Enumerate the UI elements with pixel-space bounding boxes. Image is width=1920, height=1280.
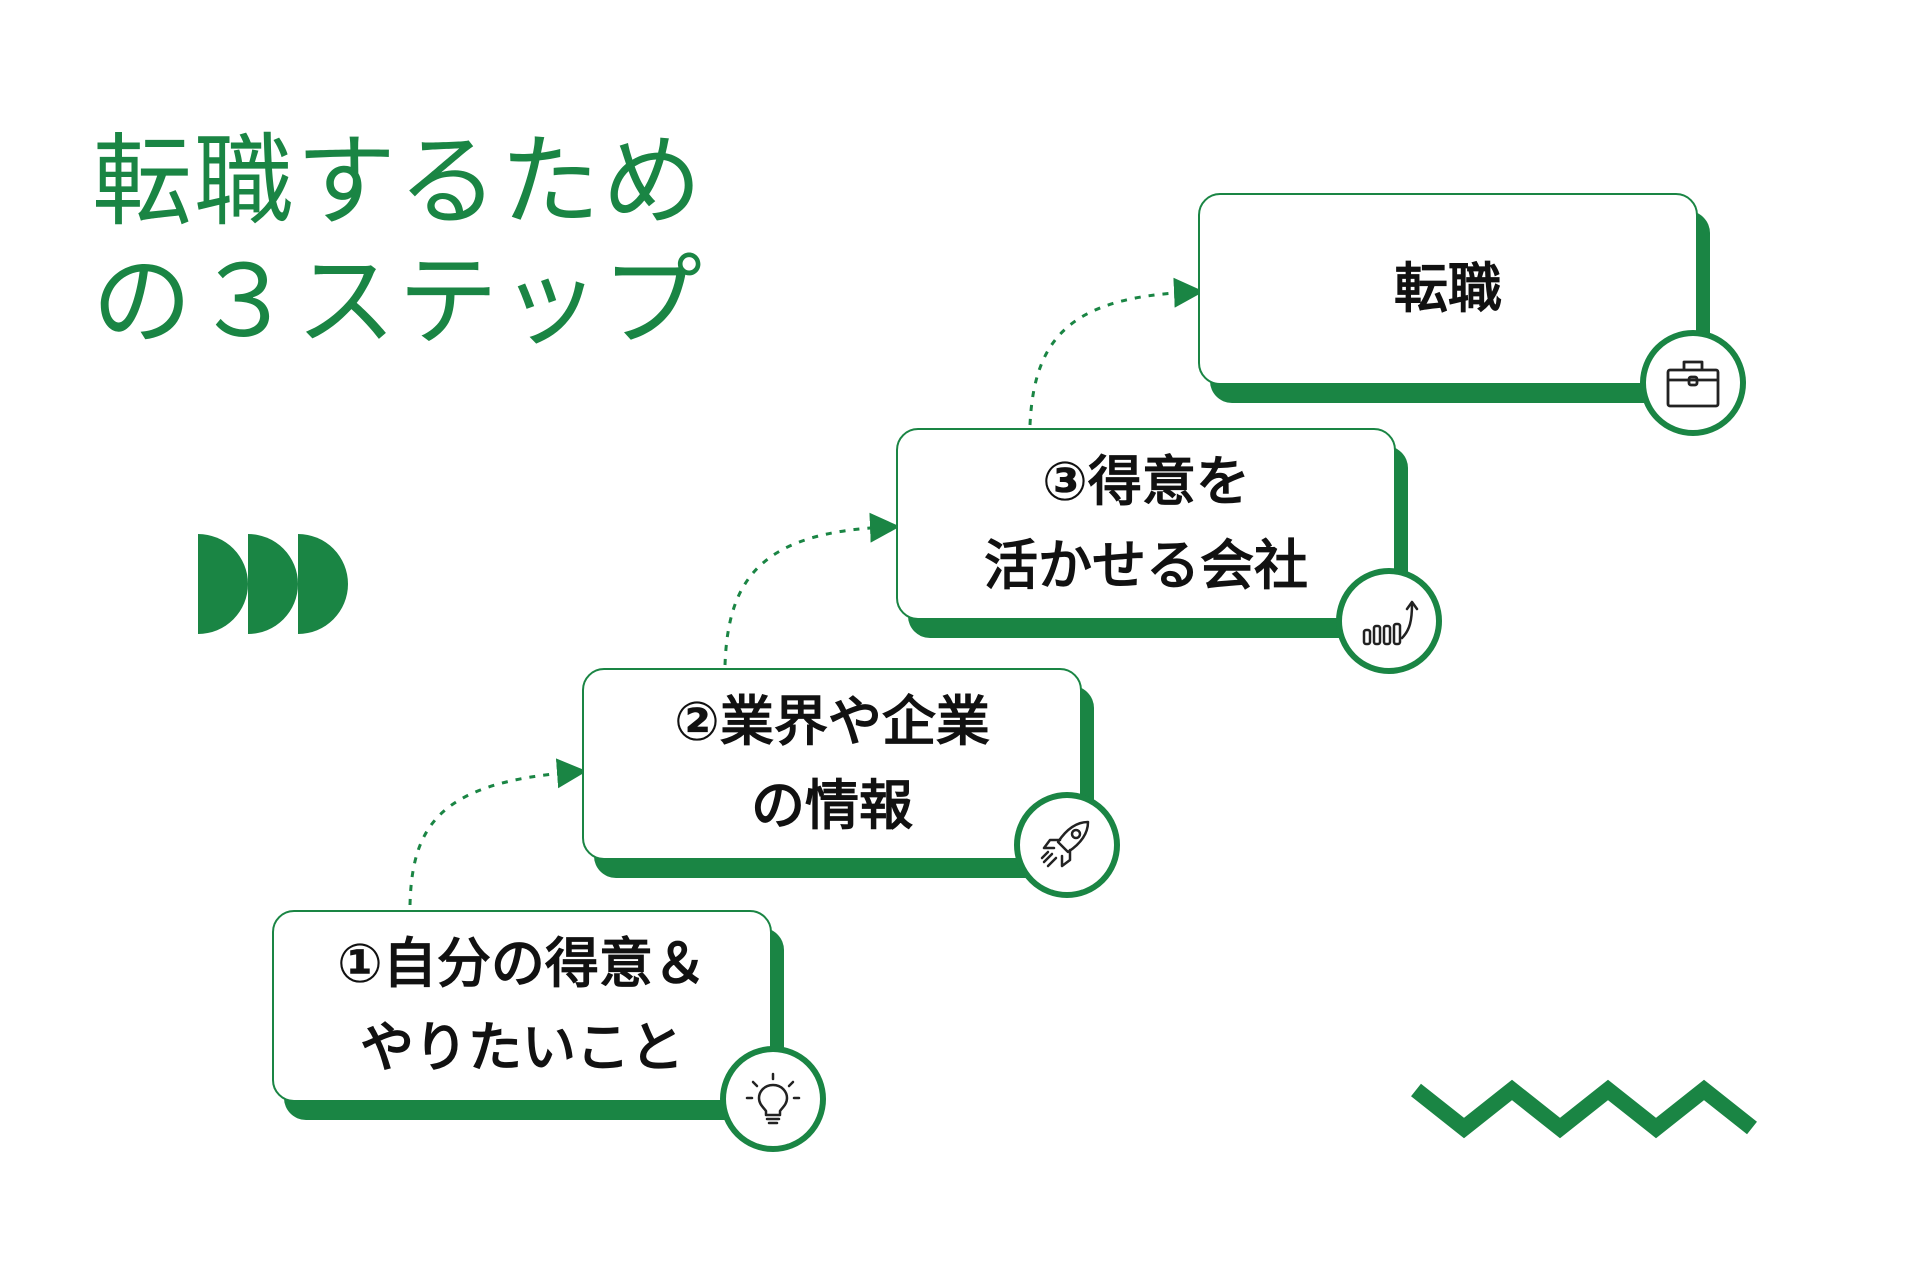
step-3-line-1: ③得意を [1042,450,1250,513]
step-4-card: 転職 [1198,193,1698,385]
connector-arrow-1 [408,758,587,906]
title-line-1: 転職するため [92,123,704,240]
half-circle-3 [298,534,348,634]
step-2-card: ②業界や企業 の情報 [582,668,1082,860]
step-2-badge [1014,792,1120,898]
half-circle-1 [198,534,248,634]
rocket-icon [1040,820,1090,868]
step-1-line-1: ①自分の得意＆ [337,932,707,995]
step-1-badge [720,1046,826,1152]
zigzag-decoration [1411,1079,1757,1139]
step-4-line-1: 転職 [1394,257,1502,320]
lightbulb-icon [745,1072,801,1125]
page-title: 転職するため の３ステップ [92,122,704,362]
connector-arrow-3 [1028,277,1204,426]
briefcase-icon [1666,360,1720,408]
growth-chart-icon [1362,600,1419,646]
half-circles-decoration [198,534,348,634]
title-line-2: の３ステップ [92,243,704,360]
step-2-line-1: ②業界や企業 [674,690,990,753]
step-2-line-2: の情報 [751,774,913,837]
half-circle-2 [248,534,298,634]
step-3-badge [1336,568,1442,674]
step-1-line-2: やりたいこと [360,1016,684,1079]
step-3-line-2: 活かせる会社 [984,534,1308,597]
connector-arrow-2 [723,512,900,666]
step-4-badge [1640,330,1746,436]
step-3-card: ③得意を 活かせる会社 [896,428,1396,620]
step-1-card: ①自分の得意＆ やりたいこと [272,910,772,1102]
